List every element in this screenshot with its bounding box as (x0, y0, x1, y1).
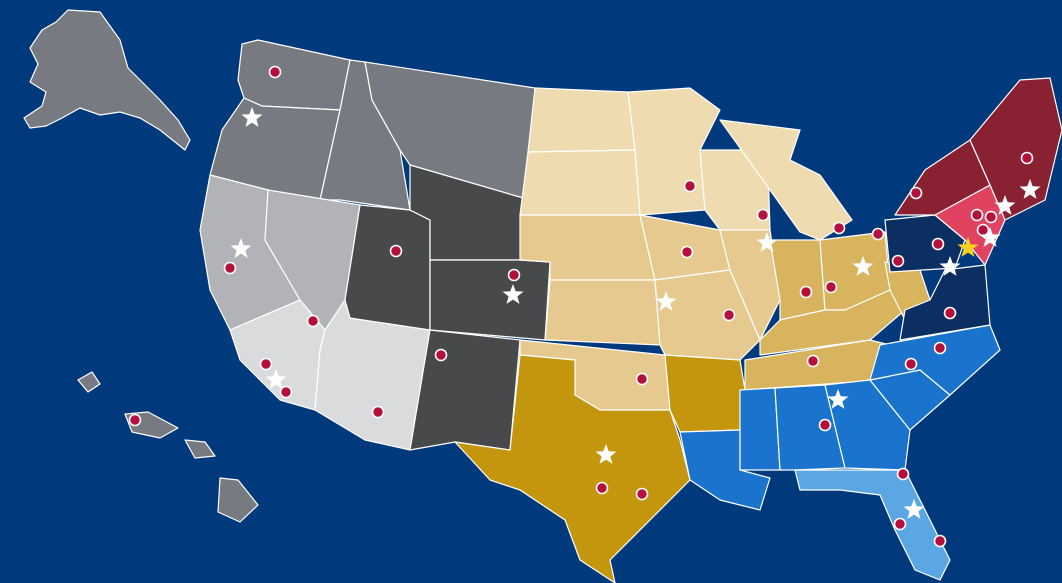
office-marker[interactable] (389, 244, 403, 258)
region-southwest (229, 299, 431, 451)
office-marker[interactable] (1020, 151, 1034, 165)
regional-hub-star-icon[interactable] (827, 389, 849, 409)
regional-hub-star-icon[interactable] (241, 107, 263, 127)
state-mississippi[interactable] (739, 387, 781, 471)
regional-hub-star-icon[interactable] (265, 369, 287, 389)
office-marker[interactable] (223, 261, 237, 275)
state-florida[interactable] (794, 469, 951, 581)
hub-markers (230, 107, 1041, 519)
state-washington[interactable] (237, 39, 351, 111)
regional-hub-star-icon[interactable] (230, 238, 252, 258)
state-new-england[interactable] (969, 77, 1062, 221)
state-north-dakota[interactable] (527, 87, 636, 153)
office-marker[interactable] (933, 534, 947, 548)
office-marker[interactable] (371, 405, 385, 419)
headquarters-star-icon[interactable] (957, 237, 979, 257)
office-marker[interactable] (756, 208, 770, 222)
office-marker[interactable] (933, 341, 947, 355)
office-marker[interactable] (904, 357, 918, 371)
region-capital (884, 214, 991, 341)
regional-hub-star-icon[interactable] (595, 444, 617, 464)
office-marker[interactable] (635, 372, 649, 386)
office-marker[interactable] (507, 268, 521, 282)
region-northwest (23, 9, 536, 211)
office-marker[interactable] (818, 418, 832, 432)
state-texas[interactable] (454, 354, 691, 583)
office-marker[interactable] (806, 354, 820, 368)
office-marker[interactable] (259, 357, 273, 371)
office-markers (128, 65, 1034, 548)
region-plains-mid (519, 214, 781, 411)
office-marker[interactable] (268, 65, 282, 79)
state-colorado[interactable] (429, 259, 551, 341)
state-arkansas[interactable] (664, 354, 746, 433)
office-marker[interactable] (832, 221, 846, 235)
office-marker[interactable] (824, 280, 838, 294)
office-marker[interactable] (871, 227, 885, 241)
office-marker[interactable] (434, 348, 448, 362)
state-georgia[interactable] (824, 379, 911, 471)
office-marker[interactable] (128, 413, 142, 427)
region-southwest-mid (199, 174, 361, 331)
office-marker[interactable] (683, 179, 697, 193)
office-marker[interactable] (931, 237, 945, 251)
state-utah[interactable] (344, 204, 431, 331)
office-marker[interactable] (984, 210, 998, 224)
state-illinois[interactable] (719, 229, 781, 341)
regional-hub-star-icon[interactable] (994, 195, 1016, 215)
region-florida (794, 469, 951, 581)
office-marker[interactable] (909, 186, 923, 200)
state-alabama[interactable] (774, 384, 846, 471)
office-marker[interactable] (943, 306, 957, 320)
office-marker[interactable] (595, 481, 609, 495)
regional-hub-star-icon[interactable] (852, 256, 874, 276)
state-new-mexico[interactable] (409, 329, 521, 451)
regional-hub-star-icon[interactable] (979, 227, 1001, 247)
state-kansas[interactable] (544, 279, 661, 346)
region-plains-north (519, 87, 853, 241)
office-marker[interactable] (891, 254, 905, 268)
office-marker[interactable] (635, 487, 649, 501)
state-pennsylvania[interactable] (884, 214, 966, 273)
state-michigan[interactable] (719, 119, 853, 241)
office-marker[interactable] (976, 223, 990, 237)
state-alaska[interactable] (23, 9, 191, 151)
office-marker[interactable] (970, 208, 984, 222)
office-marker[interactable] (680, 245, 694, 259)
office-marker[interactable] (306, 314, 320, 328)
office-marker[interactable] (722, 308, 736, 322)
office-marker[interactable] (896, 467, 910, 481)
office-marker[interactable] (799, 285, 813, 299)
office-marker[interactable] (279, 385, 293, 399)
office-marker[interactable] (893, 517, 907, 531)
island-kauai[interactable] (77, 371, 101, 393)
island-big-island[interactable] (217, 477, 259, 523)
region-hawaii (77, 371, 259, 523)
state-south-dakota[interactable] (519, 149, 641, 216)
regional-hub-star-icon[interactable] (1019, 179, 1041, 199)
island-maui[interactable] (184, 439, 216, 459)
regional-hub-star-icon[interactable] (903, 499, 925, 519)
regional-hub-star-icon[interactable] (756, 232, 778, 252)
regional-hub-star-icon[interactable] (502, 284, 524, 304)
state-indiana[interactable] (769, 239, 826, 321)
region-southeast (679, 324, 1001, 511)
regional-hub-star-icon[interactable] (939, 256, 961, 276)
regional-hub-star-icon[interactable] (655, 291, 677, 311)
